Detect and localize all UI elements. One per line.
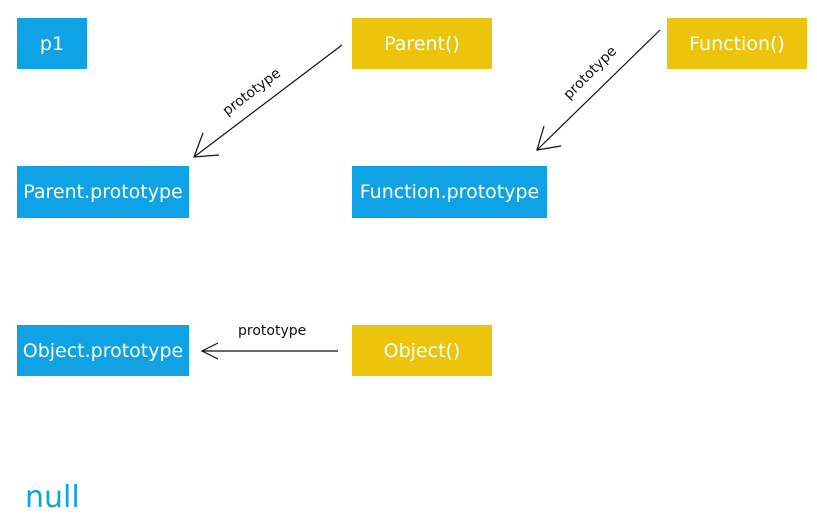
- edge-object-to-object-prototype-label: prototype: [238, 323, 306, 339]
- edge-object-to-object-prototype: prototype: [200, 323, 338, 360]
- edge-parent-to-parent-prototype-label: prototype: [220, 65, 284, 119]
- edge-function-to-function-prototype-arrowhead: [536, 125, 562, 151]
- edge-object-to-object-prototype-arrowhead: [200, 342, 219, 360]
- edge-function-to-function-prototype-line: [536, 29, 661, 151]
- node-function-prototype: Function.prototype: [352, 166, 547, 218]
- node-p1: p1: [17, 18, 87, 69]
- edge-function-to-function-prototype-label: prototype: [561, 43, 621, 103]
- node-parent-prototype: Parent.prototype: [17, 166, 189, 218]
- node-object-constructor-label: Object(): [383, 339, 461, 362]
- node-parent-prototype-label: Parent.prototype: [23, 181, 183, 203]
- node-object-constructor: Object(): [352, 325, 492, 376]
- edge-parent-to-parent-prototype-arrowhead: [193, 132, 220, 158]
- node-null-label: null: [25, 480, 80, 515]
- node-function-prototype-label: Function.prototype: [359, 181, 540, 203]
- node-parent-constructor-label: Parent(): [384, 32, 460, 55]
- edge-parent-to-parent-prototype-line: [193, 44, 343, 158]
- node-function-constructor-label: Function(): [689, 32, 785, 55]
- node-object-prototype-label: Object.prototype: [22, 339, 184, 362]
- node-function-constructor: Function(): [667, 18, 807, 69]
- node-parent-constructor: Parent(): [352, 18, 492, 69]
- node-p1-label: p1: [39, 32, 65, 55]
- edge-function-to-function-prototype: prototype: [536, 29, 661, 151]
- edge-parent-to-parent-prototype: prototype: [193, 44, 343, 158]
- node-object-prototype: Object.prototype: [17, 325, 189, 376]
